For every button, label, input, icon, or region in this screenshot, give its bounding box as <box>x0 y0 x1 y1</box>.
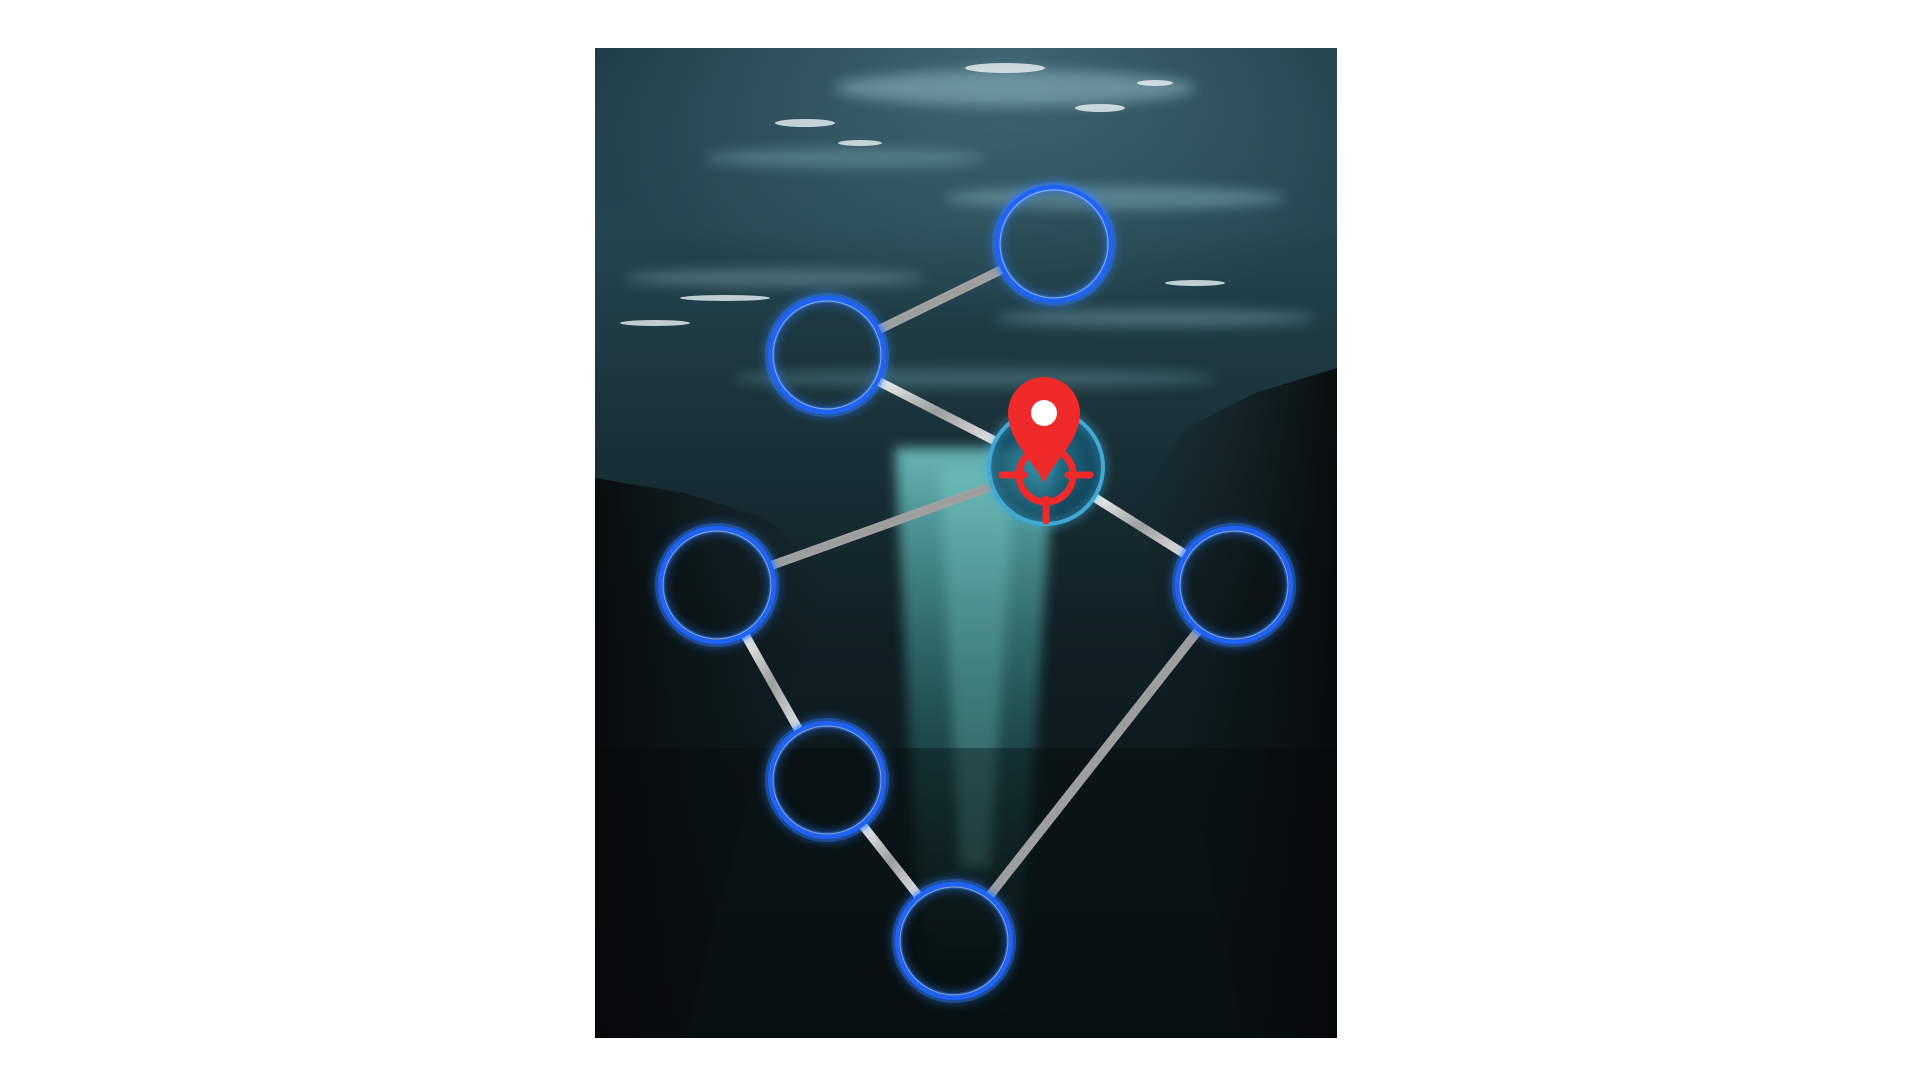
location-pin-crosshair-icon <box>998 377 1094 525</box>
path-edge-n5-n7 <box>985 627 1203 899</box>
path-edges <box>741 264 1203 900</box>
path-edge-n1-n2 <box>876 264 1005 335</box>
surface-glow <box>595 48 1337 468</box>
rock-wall-right <box>1140 368 1337 1038</box>
path-edge-n4-n6 <box>741 632 803 733</box>
level-node-n5[interactable] <box>1172 523 1296 647</box>
level-node-n4[interactable] <box>655 523 779 647</box>
light-beam-core <box>940 468 1015 868</box>
surface-highlights <box>620 63 1225 326</box>
location-pin-icon <box>1008 377 1080 483</box>
game-map-frame <box>595 48 1337 1038</box>
surface-ripples <box>625 70 1315 388</box>
level-node-n2[interactable] <box>765 293 889 417</box>
game-map <box>595 48 1337 1038</box>
crosshair-icon <box>998 444 1094 525</box>
path-edge-n3-n4 <box>769 482 994 570</box>
level-node-n7[interactable] <box>892 879 1016 1003</box>
deep-shadow <box>595 748 1337 1038</box>
level-nodes <box>655 182 1296 1003</box>
path-edge-n6-n7 <box>858 821 923 900</box>
level-node-n6[interactable] <box>765 718 889 842</box>
level-node-n1[interactable] <box>992 182 1116 306</box>
path-edge-n3-n5 <box>1091 493 1189 559</box>
path-edge-n2-n3 <box>875 376 998 446</box>
